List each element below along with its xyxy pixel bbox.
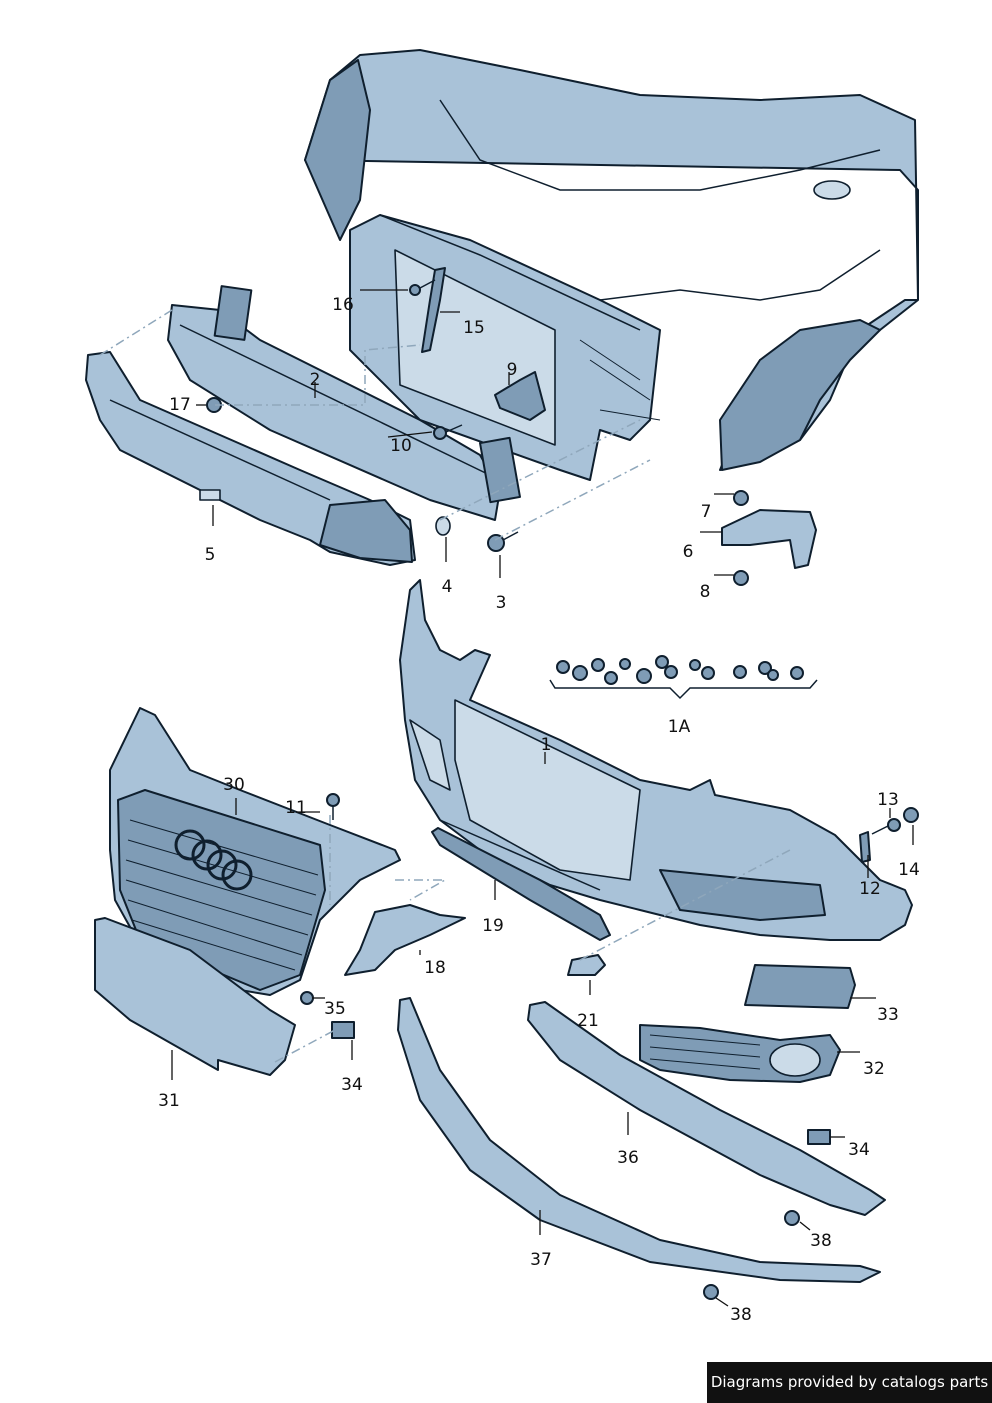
label-35: 35 xyxy=(324,999,346,1019)
label-1: 1 xyxy=(541,735,552,755)
label-5: 5 xyxy=(205,545,216,565)
part-11-screw xyxy=(326,793,340,820)
part-38-screw-upper xyxy=(784,1210,800,1226)
part-13-bolt xyxy=(871,818,901,835)
part-labels: 1 1A 2 3 4 5 6 7 8 9 10 11 12 13 14 15 1… xyxy=(158,295,920,1325)
part-21-tow-hook-cover xyxy=(567,954,606,976)
label-37: 37 xyxy=(530,1250,552,1270)
assembly-guide-lines xyxy=(99,309,791,1063)
label-38-lower: 38 xyxy=(730,1305,752,1325)
part-7-clip xyxy=(733,490,749,506)
leader-lines xyxy=(171,289,914,1307)
label-12: 12 xyxy=(859,879,881,899)
label-36: 36 xyxy=(617,1148,639,1168)
label-34-right: 34 xyxy=(848,1140,870,1160)
label-10: 10 xyxy=(390,436,412,456)
label-11: 11 xyxy=(285,798,307,818)
part-35-screw xyxy=(300,991,314,1005)
label-9: 9 xyxy=(507,360,518,380)
part-1a-fastener-kit xyxy=(549,655,818,700)
label-17: 17 xyxy=(169,395,191,415)
label-30: 30 xyxy=(223,775,245,795)
label-15: 15 xyxy=(463,318,485,338)
label-19: 19 xyxy=(482,916,504,936)
part-18-air-duct xyxy=(344,904,466,976)
label-18: 18 xyxy=(424,958,446,978)
part-12-stud xyxy=(859,831,871,863)
part-34-clip-left xyxy=(331,1021,355,1039)
part-34-clip-right xyxy=(807,1129,831,1145)
part-1-bumper-cover xyxy=(399,579,913,941)
label-14: 14 xyxy=(898,860,920,880)
label-33: 33 xyxy=(877,1005,899,1025)
part-6-side-bracket xyxy=(721,509,817,569)
part-8-screw xyxy=(733,570,749,586)
car-body-front-structure xyxy=(304,49,919,481)
part-16-bolt xyxy=(409,279,436,296)
label-6: 6 xyxy=(683,542,694,562)
part-38-screw-lower xyxy=(703,1284,719,1300)
part-14-nut xyxy=(903,807,919,823)
label-34-left: 34 xyxy=(341,1075,363,1095)
part-19-spoiler-strip xyxy=(431,827,611,941)
part-9-bracket xyxy=(494,371,546,421)
label-4: 4 xyxy=(442,577,453,597)
part-5-energy-absorber xyxy=(85,351,416,566)
label-2: 2 xyxy=(310,370,321,390)
part-33-trim-panel xyxy=(744,964,856,1009)
part-37-lower-lip xyxy=(397,997,881,1283)
label-1a: 1A xyxy=(668,717,691,737)
label-7: 7 xyxy=(701,502,712,522)
label-3: 3 xyxy=(496,593,507,613)
label-13: 13 xyxy=(877,790,899,810)
part-30-radiator-grille xyxy=(109,707,401,996)
part-4-washer xyxy=(435,516,451,536)
label-16: 16 xyxy=(332,295,354,315)
label-38-upper: 38 xyxy=(810,1231,832,1251)
label-31: 31 xyxy=(158,1091,180,1111)
part-3-bolt xyxy=(487,531,519,552)
part-15-strut xyxy=(421,267,446,353)
part-2-bumper-beam xyxy=(167,285,521,521)
part-36-lower-spoiler xyxy=(527,1001,886,1216)
label-8: 8 xyxy=(700,582,711,602)
part-10-bolt xyxy=(433,424,463,440)
part-32-fog-light-grille xyxy=(639,1024,841,1083)
attribution-footer: Diagrams provided by catalogs parts xyxy=(707,1362,992,1403)
part-31-license-plate-bracket xyxy=(94,917,296,1076)
label-32: 32 xyxy=(863,1059,885,1079)
label-21: 21 xyxy=(577,1011,599,1031)
